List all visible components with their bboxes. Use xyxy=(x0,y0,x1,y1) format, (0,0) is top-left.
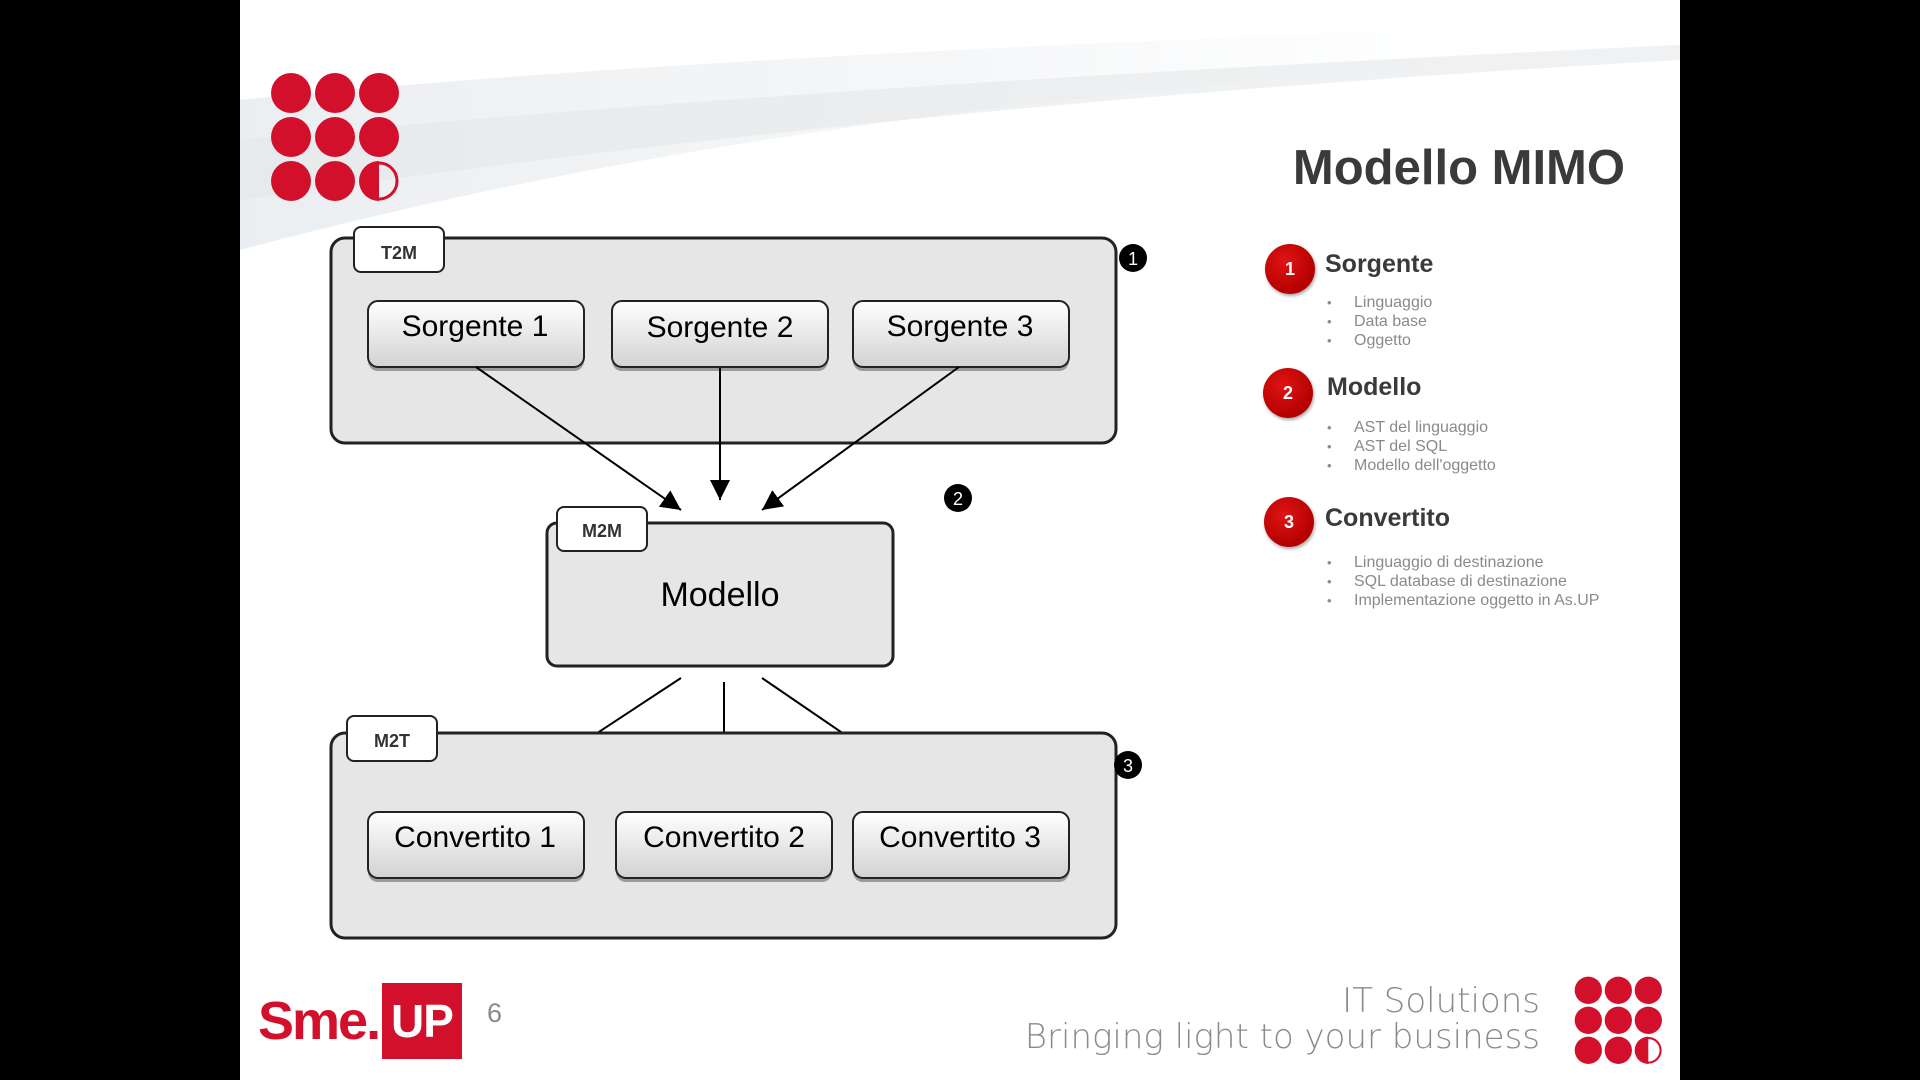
source-node: Sorgente 2 xyxy=(611,300,829,371)
arrow xyxy=(475,366,682,511)
legend-section-list: Linguaggio Data base Oggetto xyxy=(1327,293,1617,350)
m2t-label: M2T xyxy=(374,731,410,751)
header-swoosh xyxy=(240,20,1680,250)
output-label: Convertito 2 xyxy=(643,821,805,854)
tagline-primary: IT Solutions xyxy=(1342,981,1540,1021)
legend-number-badge: 3 xyxy=(1264,497,1314,547)
dot-grid-logo-icon xyxy=(1574,976,1662,1064)
legend-item: AST del linguaggio xyxy=(1327,418,1617,437)
svg-text:3: 3 xyxy=(1123,756,1133,776)
marker-2: 2 xyxy=(944,484,972,512)
model-label: Modello xyxy=(660,576,779,614)
legend-item: Oggetto xyxy=(1327,331,1617,350)
source-node: Sorgente 1 xyxy=(367,300,585,371)
m2m-tab xyxy=(556,506,648,552)
svg-text:2: 2 xyxy=(953,489,963,509)
m2m-group: M2M Modello xyxy=(545,506,895,668)
legend-item: Modello dell'oggetto xyxy=(1327,456,1617,475)
mimo-diagram: T2M Sorgente 1 Sorgente 2 Sorgente 3 M2M xyxy=(329,226,1147,940)
legend-number-badge: 2 xyxy=(1263,368,1313,418)
dot-grid-logo-icon xyxy=(271,73,399,201)
legend-item: Data base xyxy=(1327,312,1617,331)
legend-item: Linguaggio xyxy=(1327,293,1617,312)
tagline-secondary: Bringing light to your business xyxy=(1024,1017,1540,1057)
t2m-tab xyxy=(353,226,445,273)
arrow xyxy=(761,366,960,511)
legend-section-title: Convertito xyxy=(1325,504,1450,532)
source-node: Sorgente 3 xyxy=(852,300,1070,371)
m2t-tab xyxy=(346,715,438,762)
source-label: Sorgente 2 xyxy=(647,311,794,344)
brand-logo-text: Sme. xyxy=(258,991,381,1051)
output-node: Convertito 2 xyxy=(615,811,833,882)
source-label: Sorgente 3 xyxy=(887,310,1034,343)
legend-item: AST del SQL xyxy=(1327,437,1617,456)
legend-section-list: Linguaggio di destinazione SQL database … xyxy=(1327,553,1617,610)
legend-section-title: Sorgente xyxy=(1325,250,1434,278)
marker-3: 3 xyxy=(1114,751,1142,779)
output-label: Convertito 3 xyxy=(879,821,1041,854)
source-label: Sorgente 1 xyxy=(402,310,549,343)
page-number: 6 xyxy=(487,998,503,1028)
output-label: Convertito 1 xyxy=(394,821,556,854)
legend-section-title: Modello xyxy=(1327,373,1422,401)
legend-item: Implementazione oggetto in As.UP xyxy=(1327,591,1617,610)
m2m-label: M2M xyxy=(582,521,622,541)
brand-logo-box: UP xyxy=(382,983,462,1059)
slide: Modello MIMO T2M Sorgente 1 Sor xyxy=(240,0,1680,1080)
marker-1: 1 xyxy=(1119,244,1147,272)
output-node: Convertito 3 xyxy=(852,811,1070,882)
output-node: Convertito 1 xyxy=(367,811,585,882)
legend-number-badge: 1 xyxy=(1265,244,1315,294)
page-title: Modello MIMO xyxy=(1292,141,1625,195)
legend-section-list: AST del linguaggio AST del SQL Modello d… xyxy=(1327,418,1617,475)
legend-item: SQL database di destinazione xyxy=(1327,572,1617,591)
svg-text:1: 1 xyxy=(1128,249,1138,269)
t2m-label: T2M xyxy=(381,243,417,263)
legend-item: Linguaggio di destinazione xyxy=(1327,553,1617,572)
